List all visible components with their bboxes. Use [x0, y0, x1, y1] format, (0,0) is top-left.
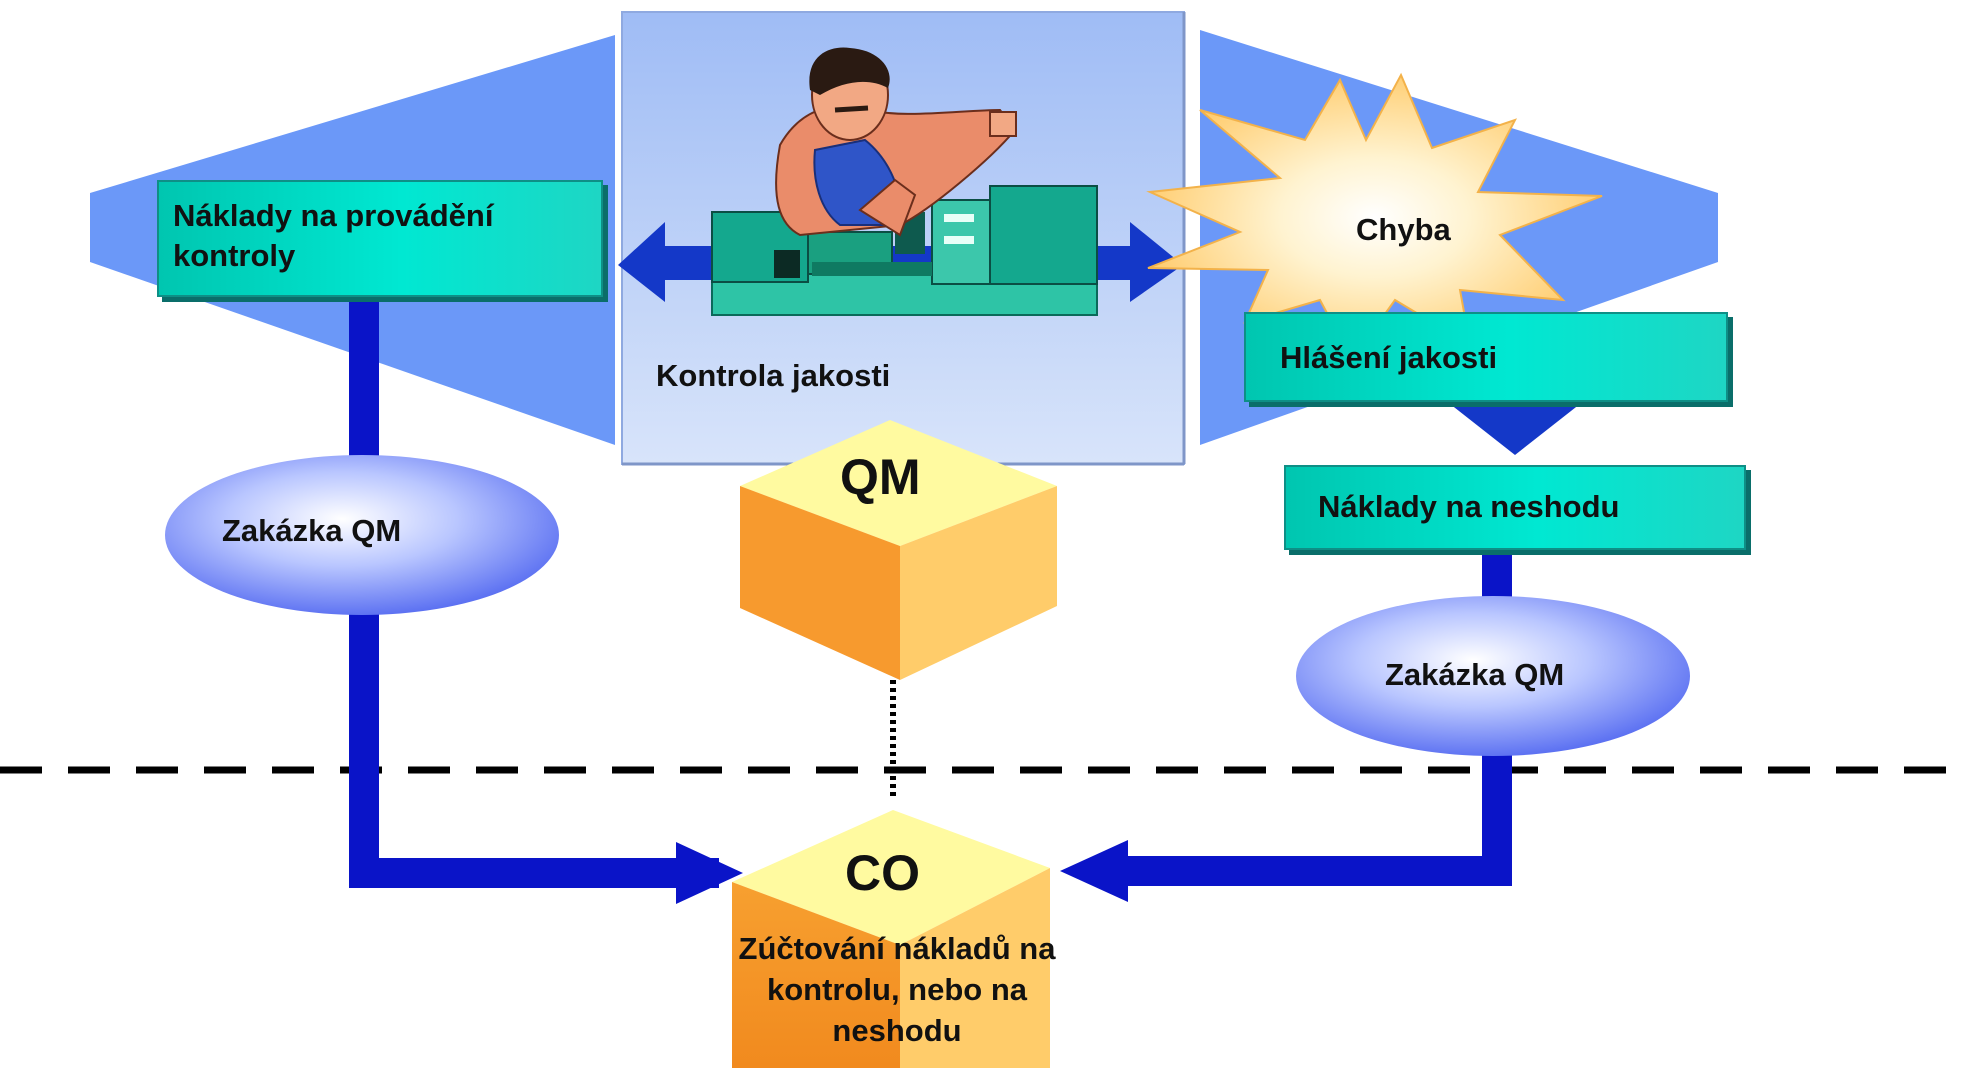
co-cube [732, 810, 1050, 1068]
quality-inspection-label: Kontrola jakosti [656, 358, 891, 393]
qm-order-right-label: Zakázka QM [1385, 657, 1565, 692]
qm-order-left-oval [165, 455, 559, 615]
nonconformity-costs-label: Náklady na neshodu [1318, 489, 1620, 524]
error-starburst-icon [1146, 72, 1603, 362]
error-label: Chyba [1356, 212, 1451, 247]
settlement-label: Zúčtování nákladů na kontrolu, nebo na n… [738, 931, 1056, 1048]
notification-arrow-icon [1445, 400, 1585, 455]
inspection-costs-label: Náklady na provádění kontroly [173, 198, 494, 273]
qm-order-left-label: Zakázka QM [222, 513, 402, 548]
worker-icon [775, 47, 1017, 237]
qm-cube-label: QM [840, 449, 921, 505]
inspection-machine-icon [711, 185, 1098, 316]
qm-order-right-oval [1296, 596, 1690, 756]
inspection-costs-box: Náklady na provádění kontroly [157, 180, 603, 297]
nonconformity-costs-box: Náklady na neshodu [1284, 465, 1746, 550]
quality-notification-label: Hlášení jakosti [1280, 340, 1498, 375]
co-cube-label: CO [845, 845, 920, 901]
qm-cube [740, 420, 1057, 680]
quality-notification-box: Hlášení jakosti [1244, 312, 1728, 402]
